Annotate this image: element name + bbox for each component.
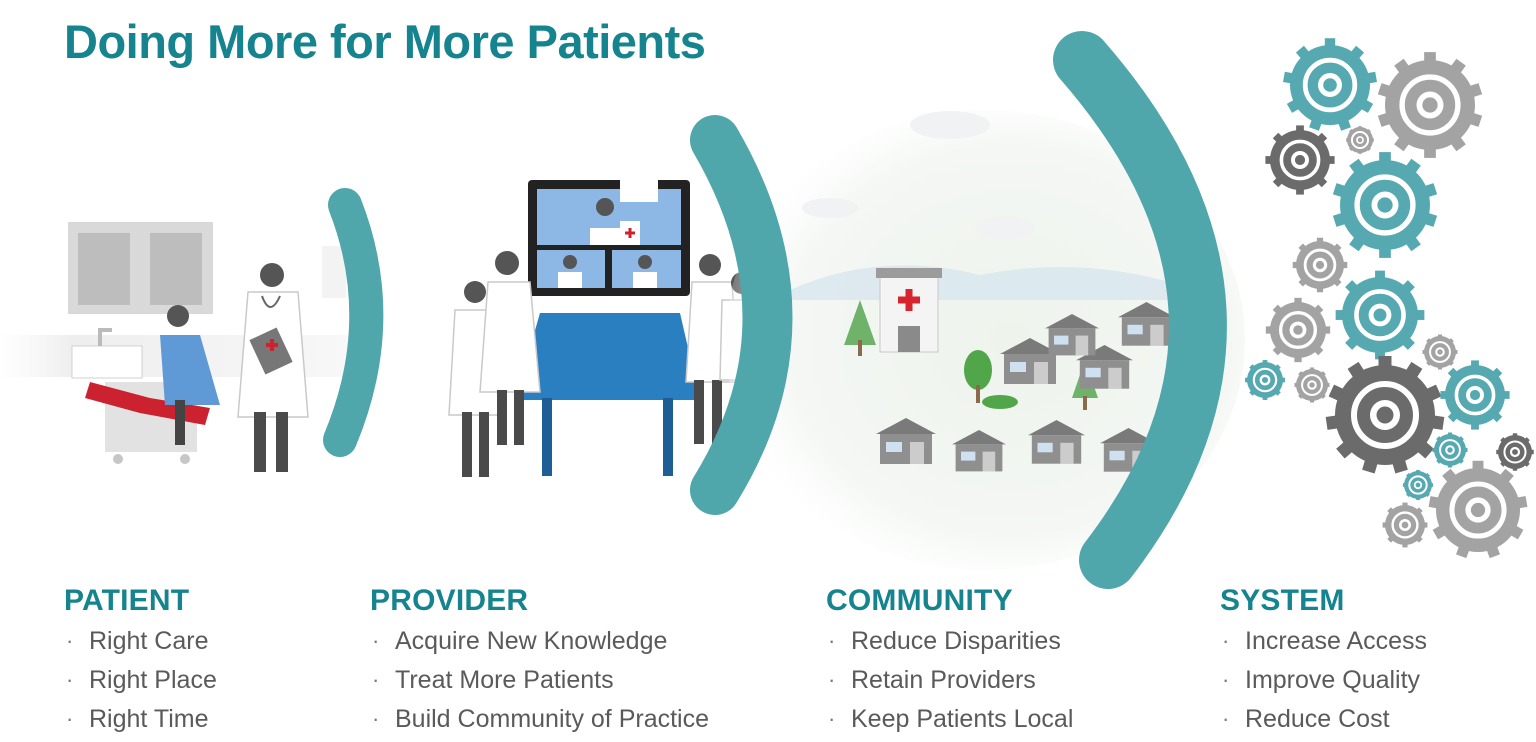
house [1118, 302, 1175, 346]
column-provider: PROVIDER Acquire New Knowledge Treat Mor… [370, 584, 709, 739]
list-item: Keep Patients Local [826, 699, 1073, 739]
column-heading: COMMUNITY [826, 584, 1013, 617]
gear-icon [1432, 432, 1468, 468]
list-item: Reduce Cost [1220, 699, 1427, 739]
houses [876, 302, 1175, 472]
gear-icon [1496, 433, 1534, 471]
gear-icon [1292, 237, 1348, 293]
list-item: Right Time [64, 699, 217, 739]
gear-icon [1325, 356, 1445, 474]
house [1045, 314, 1099, 356]
list-item: Increase Access [1220, 621, 1427, 661]
list-item: Build Community of Practice [370, 699, 709, 739]
provider-scene [448, 176, 763, 477]
gear-icon [1294, 367, 1330, 403]
house [1028, 420, 1085, 464]
list-item: Retain Providers [826, 660, 1073, 700]
gear-icon [1332, 152, 1438, 258]
gears [1245, 38, 1534, 559]
list-item: Improve Quality [1220, 660, 1427, 700]
list-item: Acquire New Knowledge [370, 621, 709, 661]
house [1076, 345, 1133, 389]
gear-icon [1245, 360, 1285, 400]
gear-icon [1265, 125, 1335, 195]
gear-icon [1346, 126, 1374, 154]
column-community: COMMUNITY Reduce Disparities Retain Prov… [826, 584, 1073, 739]
gear-icon [1428, 460, 1528, 559]
list-item: Right Care [64, 621, 217, 661]
column-heading: PROVIDER [370, 584, 529, 617]
column-heading: SYSTEM [1220, 584, 1345, 617]
gear-icon [1265, 297, 1331, 363]
list-item: Right Place [64, 660, 217, 700]
page-title: Doing More for More Patients [64, 15, 706, 68]
gear-icon [1422, 334, 1458, 370]
list-item: Treat More Patients [370, 660, 709, 700]
gear-icon [1402, 469, 1434, 501]
gear-icon [1377, 52, 1483, 158]
gear-icon [1382, 502, 1428, 548]
gear-icon [1440, 360, 1510, 430]
list-item: Reduce Disparities [826, 621, 1073, 661]
gear-icon [1283, 38, 1377, 131]
gear-icon [1335, 270, 1425, 360]
patient-scene [0, 222, 360, 472]
teal-arcs [323, 31, 1227, 589]
house [952, 430, 1006, 472]
column-system: SYSTEM Increase Access Improve Quality R… [1220, 584, 1427, 739]
house [1000, 338, 1060, 384]
house [876, 418, 936, 464]
column-patient: PATIENT Right Care Right Place Right Tim… [64, 584, 217, 739]
column-heading: PATIENT [64, 584, 190, 617]
